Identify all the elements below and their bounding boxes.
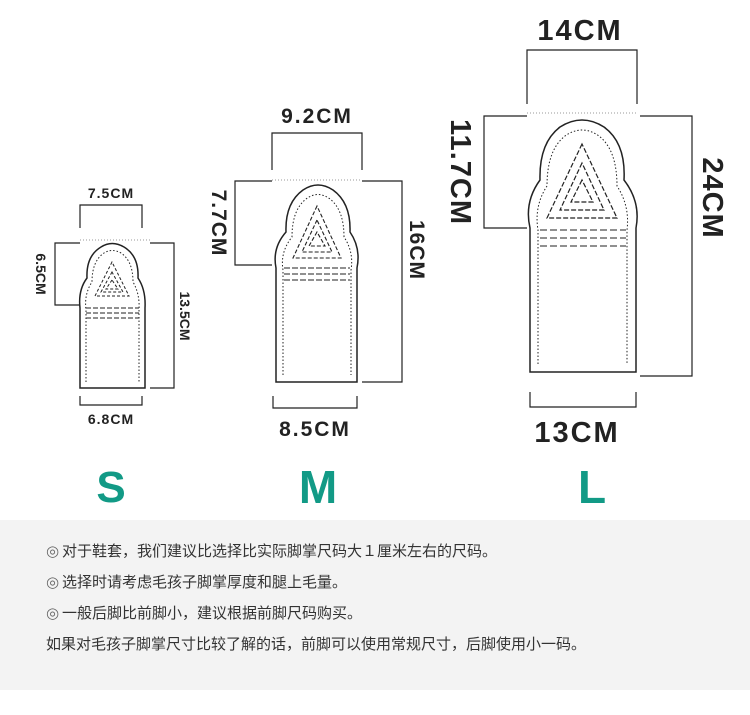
m-total-height-label: 16CM <box>405 220 428 280</box>
m-upper-height-label: 7.7CM <box>207 190 230 257</box>
size-l-figure: 14CM 11.7CM 24CM 13CM L <box>444 15 728 513</box>
l-bottom-width-bracket <box>529 392 637 408</box>
l-upper-height-bracket <box>483 115 527 229</box>
note-2: ◎选择时请考虑毛孩子脚掌厚度和腿上毛量。 <box>46 571 347 592</box>
s-upper-height-label: 6.5CM <box>33 253 49 294</box>
size-s-figure: 7.5CM 6.5CM 13.5CM 6.8CM S <box>33 185 193 512</box>
size-s-label: S <box>96 463 125 512</box>
size-m-label: M <box>299 461 337 513</box>
m-top-width-bracket <box>271 132 363 170</box>
m-bottom-width-bracket <box>272 396 358 409</box>
note-1-text: 对于鞋套，我们建议比选择比实际脚掌尺码大１厘米左右的尺码。 <box>62 543 498 560</box>
note-4: 如果对毛孩子脚掌尺寸比较了解的话，前脚可以使用常规尺寸，后脚使用小一码。 <box>46 633 586 654</box>
m-top-width-label: 9.2CM <box>281 105 353 128</box>
note-3: ◎一般后脚比前脚小，建议根据前脚尺码购买。 <box>46 602 362 623</box>
double-circle-icon: ◎ <box>46 574 60 591</box>
s-boot-outline <box>78 242 146 389</box>
l-total-height-label: 24CM <box>696 157 728 238</box>
l-top-width-bracket <box>526 49 638 104</box>
size-m-figure: 9.2CM 7.7CM 16CM 8.5CM M <box>207 105 428 513</box>
note-3-text: 一般后脚比前脚小，建议根据前脚尺码购买。 <box>62 605 363 622</box>
l-bottom-width-label: 13CM <box>534 417 619 449</box>
note-4-text: 如果对毛孩子脚掌尺寸比较了解的话，前脚可以使用常规尺寸，后脚使用小一码。 <box>46 636 587 653</box>
double-circle-icon: ◎ <box>46 543 60 560</box>
s-bottom-width-bracket <box>79 396 143 406</box>
note-2-text: 选择时请考虑毛孩子脚掌厚度和腿上毛量。 <box>62 574 348 591</box>
s-bottom-width-label: 6.8CM <box>88 411 134 427</box>
size-l-label: L <box>578 461 606 513</box>
m-upper-height-bracket <box>234 180 272 266</box>
double-circle-icon: ◎ <box>46 605 60 622</box>
l-upper-height-label: 11.7CM <box>444 119 476 225</box>
size-diagram: 7.5CM 6.5CM 13.5CM 6.8CM S 9.2CM 7.7CM 1… <box>33 15 728 513</box>
m-boot-outline <box>274 184 359 383</box>
s-top-width-label: 7.5CM <box>88 185 134 201</box>
s-total-height-bracket <box>150 242 175 389</box>
m-bottom-width-label: 8.5CM <box>279 418 351 441</box>
s-top-width-bracket <box>79 204 143 228</box>
s-upper-height-bracket <box>54 242 80 306</box>
notes-panel: ◎对于鞋套，我们建议比选择比实际脚掌尺码大１厘米左右的尺码。 ◎选择时请考虑毛孩… <box>0 520 750 690</box>
l-total-height-bracket <box>640 115 693 377</box>
l-top-width-label: 14CM <box>537 15 622 47</box>
m-total-height-bracket <box>362 180 403 383</box>
note-1: ◎对于鞋套，我们建议比选择比实际脚掌尺码大１厘米左右的尺码。 <box>46 540 497 561</box>
s-total-height-label: 13.5CM <box>177 291 193 340</box>
